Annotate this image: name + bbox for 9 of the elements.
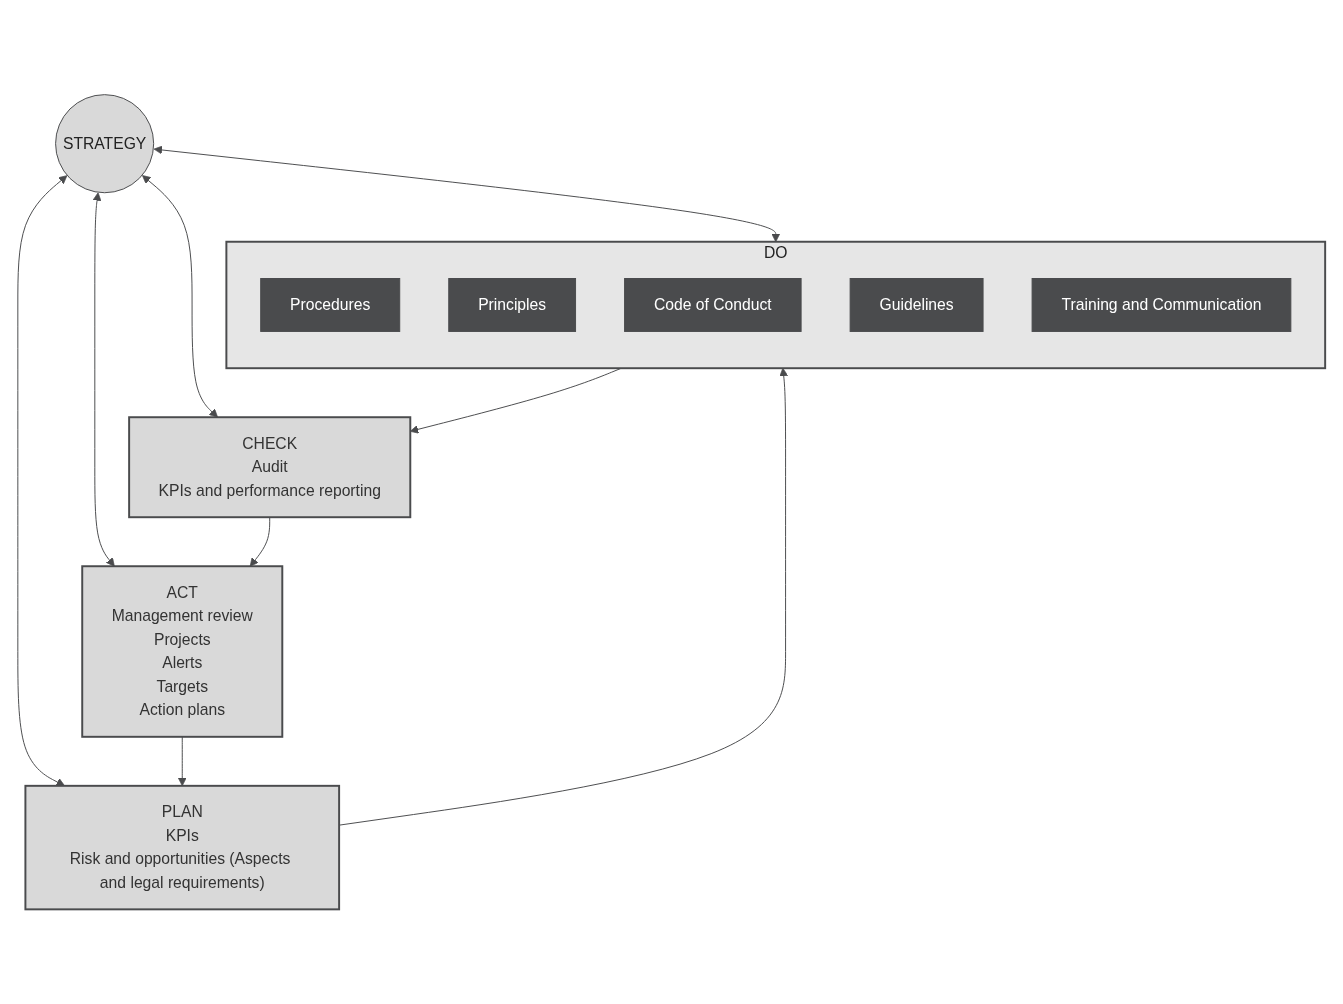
node-box: Training and Communication (1031, 278, 1292, 332)
node-box: Guidelines (849, 278, 984, 332)
node-box: Code of Conduct (624, 278, 802, 332)
node-box: Procedures (260, 278, 401, 332)
node-circle: STRATEGY (55, 94, 155, 194)
node-box: ACT Management review Projects Alerts Targets Action plans (81, 565, 284, 738)
node-box: PLAN KPIs Risk and opportunities (Aspects and legal requirements) (24, 784, 341, 911)
node-box: CHECK Audit KPIs and performance reporting (128, 416, 412, 519)
node-box: Principles (448, 278, 577, 332)
